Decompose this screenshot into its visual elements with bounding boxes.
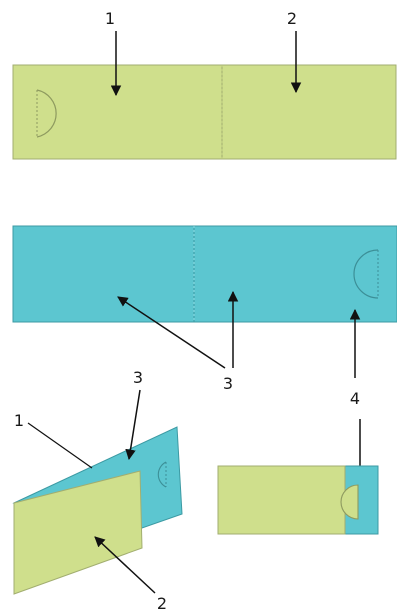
arrow-3-fold: [125, 389, 141, 461]
blue-panel-left: [12, 225, 195, 323]
label-3-middle: 3: [223, 374, 233, 393]
label-3-fold: 3: [133, 368, 143, 387]
label-2-fold: 2: [157, 594, 167, 611]
arrow-3-left: [117, 296, 226, 369]
label-4: 4: [350, 389, 360, 408]
folded-pamphlet: [12, 426, 183, 595]
folded-green-front: [13, 470, 143, 595]
green-strip: [12, 64, 397, 160]
leader-1-fold: [27, 422, 93, 469]
green-tab-notch: [36, 89, 57, 138]
folded-blue-notch: [157, 461, 167, 488]
label-2-top: 2: [287, 9, 297, 28]
label-1-fold: 1: [14, 411, 24, 430]
closed-tab-notch: [340, 484, 359, 520]
green-panel-2: [221, 64, 397, 160]
blue-strip: [12, 225, 397, 323]
closed-pamphlet: [217, 465, 379, 535]
label-1-top: 1: [105, 9, 115, 28]
arrow-2-fold: [94, 536, 156, 594]
blue-tab-notch: [353, 249, 379, 299]
blue-panel-right: [193, 225, 397, 323]
closed-green-body: [217, 465, 346, 535]
green-panel-1: [12, 64, 223, 160]
